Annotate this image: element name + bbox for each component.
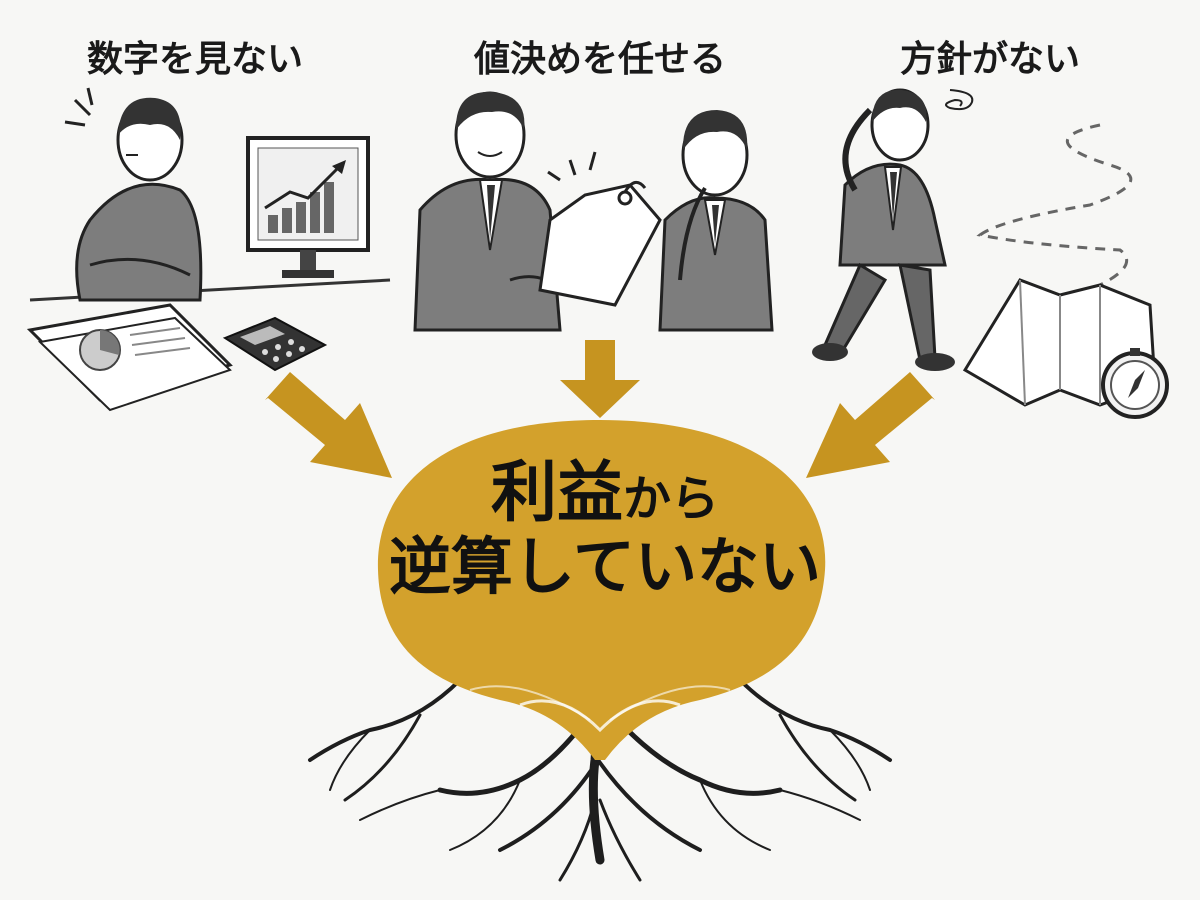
lost-direction-icon [812,88,1169,419]
businessman-thinking [658,110,774,332]
cause-title-pricing: 値決めを任せる [473,39,727,80]
ignoring-numbers-icon [26,87,391,412]
compass-icon [1101,348,1169,419]
core-text-from: から [622,471,719,527]
roots-icon [308,655,892,882]
price-tag-icon [538,151,662,307]
businessman-handing-tag [413,91,562,332]
spiral-confusion-icon [945,89,974,111]
monitor-chart-icon [246,136,370,278]
core-cause-text: 利益から 逆算していない [385,454,825,603]
businessman-arms-crossed [64,87,203,302]
price-tag-handoff-icon [413,91,774,332]
report-papers-icon [26,303,233,412]
core-text-profit: 利益 [490,454,623,531]
cause-title-numbers: 数字を見ない [86,39,304,80]
arrow-center-icon [560,340,640,418]
cause-title-policy: 方針がない [899,39,1081,80]
businessman-walking-confused [812,88,955,371]
core-text-not-backcasting: 逆算していない [388,529,822,603]
calculator-icon [222,316,328,372]
